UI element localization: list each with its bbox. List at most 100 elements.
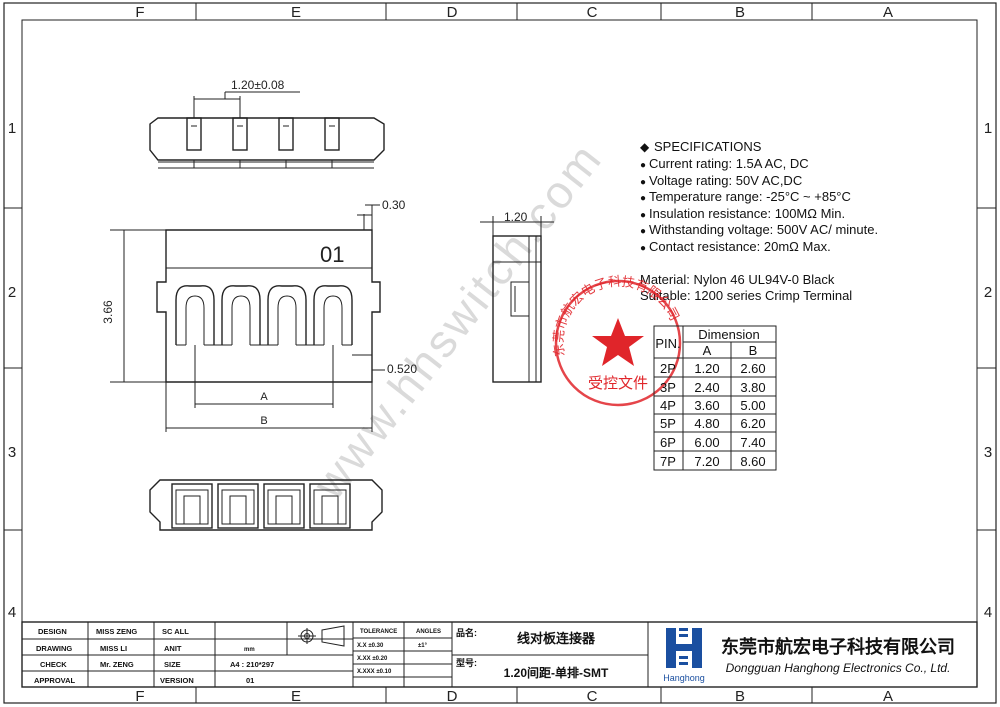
seal-bottom-text: 受控文件 xyxy=(588,375,648,392)
dimension-table-header-b: B xyxy=(749,343,758,358)
col-label-bottom-e: E xyxy=(291,688,301,705)
dimension-table-cell: 4P xyxy=(660,398,676,413)
dimension-table-cell: 3P xyxy=(660,380,676,395)
dimension-table-cell: 6P xyxy=(660,435,676,450)
company-name-cn: 东莞市航宏电子科技有限公司 xyxy=(721,636,955,657)
design-label: DESIGN xyxy=(38,627,67,636)
dimension-table-cell: 3.60 xyxy=(694,398,719,413)
height-dimension-label: 3.66 xyxy=(101,300,115,324)
front-part-mark: 01 xyxy=(320,242,344,267)
dimension-table-cell: 8.60 xyxy=(740,454,765,469)
tolerance-label: TOLERANCE xyxy=(360,629,397,635)
tolerance-x: X.X ±0.30 xyxy=(357,643,384,649)
spec-title-bullet: ◆ xyxy=(640,140,650,154)
angles-label: ANGLES xyxy=(416,629,441,635)
col-label-top-e: E xyxy=(291,4,301,21)
row-label-left-4: 4 xyxy=(8,604,16,621)
pitch-dimension-label: 1.20±0.08 xyxy=(231,78,285,92)
dimension-a-label: A xyxy=(260,391,268,403)
spec-line-3: Temperature range: -25°C ~ +85°C xyxy=(649,189,851,204)
check-label: CHECK xyxy=(40,660,67,669)
col-label-bottom-a: A xyxy=(883,688,893,705)
version-value: 01 xyxy=(246,676,254,685)
check-name: Mr. ZENG xyxy=(100,660,134,669)
col-label-bottom-b: B xyxy=(735,688,745,705)
dimension-b-label: B xyxy=(260,415,267,427)
logo-text: Hanghong xyxy=(663,673,705,683)
dimension-table-cell: 5P xyxy=(660,416,676,431)
col-label-bottom-d: D xyxy=(447,688,458,705)
spec-bullet-6: ● xyxy=(640,243,646,254)
model-value: 1.20间距-单排-SMT xyxy=(504,665,609,680)
product-name-label: 品名: xyxy=(456,627,477,638)
version-label: VERSION xyxy=(160,676,194,685)
tolerance-xx: X.XX ±0.20 xyxy=(357,656,388,662)
company-logo: Hanghong xyxy=(663,627,706,683)
company-name-en: Dongguan Hanghong Electronics Co., Ltd. xyxy=(726,661,951,675)
col-label-top-c: C xyxy=(587,4,598,21)
spec-line-5: Withstanding voltage: 500V AC/ minute. xyxy=(649,222,878,237)
spec-bullet-1: ● xyxy=(640,160,646,171)
dimension-table xyxy=(653,325,777,471)
col-label-bottom-f: F xyxy=(135,688,144,705)
dim-030-label: 0.30 xyxy=(382,198,406,212)
dim-0520-label: 0.520 xyxy=(387,362,417,376)
dimension-table-title: Dimension xyxy=(698,327,759,342)
bottom-view xyxy=(149,479,383,531)
col-label-top-a: A xyxy=(883,4,893,21)
spec-line-2: Voltage rating: 50V AC,DC xyxy=(649,173,802,188)
dimension-table-cell: 7.20 xyxy=(694,454,719,469)
row-label-right-1: 1 xyxy=(984,120,992,137)
row-label-left-1: 1 xyxy=(8,120,16,137)
spec-bullet-3: ● xyxy=(640,193,646,204)
size-label: SIZE xyxy=(164,660,181,669)
size-value: A4 : 210*297 xyxy=(230,660,274,669)
unit-label: ANIT xyxy=(164,644,182,653)
side-width-label: 1.20 xyxy=(504,210,528,224)
suitable-line: Suitable: 1200 series Crimp Terminal xyxy=(640,288,852,303)
row-label-right-3: 3 xyxy=(984,444,992,461)
dimension-table-cell: 7.40 xyxy=(740,435,765,450)
scale-label: SC ALL xyxy=(162,627,189,636)
row-label-left-2: 2 xyxy=(8,284,16,301)
dimension-table-cell: 2.40 xyxy=(694,380,719,395)
col-label-bottom-c: C xyxy=(587,688,598,705)
dimension-table-cell: 3.80 xyxy=(740,380,765,395)
dimension-table-cell: 6.00 xyxy=(694,435,719,450)
dimension-table-cell: 5.00 xyxy=(740,398,765,413)
grid-labels: F E D C B A F E D C B A 1 2 3 4 1 2 3 4 xyxy=(8,4,992,705)
material-line: Material: Nylon 46 UL94V-0 Black xyxy=(640,272,835,287)
angles-value: ±1° xyxy=(418,643,428,649)
dimension-table-cell: 6.20 xyxy=(740,416,765,431)
specifications-block: ◆ SPECIFICATIONS ● Current rating: 1.5A … xyxy=(640,139,878,303)
side-view xyxy=(480,216,554,383)
tolerance-xxx: X.XXX ±0.10 xyxy=(357,669,392,675)
model-label: 型号: xyxy=(456,657,477,668)
dimension-table-cell: 7P xyxy=(660,454,676,469)
seal-star-icon xyxy=(592,318,644,366)
front-view xyxy=(110,204,385,432)
drawing-label: DRAWING xyxy=(36,644,72,653)
product-name: 线对板连接器 xyxy=(517,631,596,646)
drawing-frame xyxy=(3,2,997,704)
spec-line-1: Current rating: 1.5A AC, DC xyxy=(649,156,809,171)
dimension-table-header-a: A xyxy=(703,343,712,358)
spec-line-6: Contact resistance: 20mΩ Max. xyxy=(649,239,831,254)
col-label-top-b: B xyxy=(735,4,745,21)
design-name: MISS ZENG xyxy=(96,627,137,636)
unit-value: mm xyxy=(244,647,255,653)
spec-title: SPECIFICATIONS xyxy=(654,139,762,154)
spec-line-4: Insulation resistance: 100MΩ Min. xyxy=(649,206,845,221)
drawing-name: MISS LI xyxy=(100,644,127,653)
col-label-top-d: D xyxy=(447,4,458,21)
dimension-table-cell: 2.60 xyxy=(740,361,765,376)
top-view xyxy=(149,91,385,169)
row-label-right-2: 2 xyxy=(984,284,992,301)
approval-label: APPROVAL xyxy=(34,676,76,685)
col-label-top-f: F xyxy=(135,4,144,21)
row-label-right-4: 4 xyxy=(984,604,992,621)
spec-bullet-2: ● xyxy=(640,177,646,188)
dimension-table-cell: 2P xyxy=(660,361,676,376)
spec-bullet-4: ● xyxy=(640,210,646,221)
